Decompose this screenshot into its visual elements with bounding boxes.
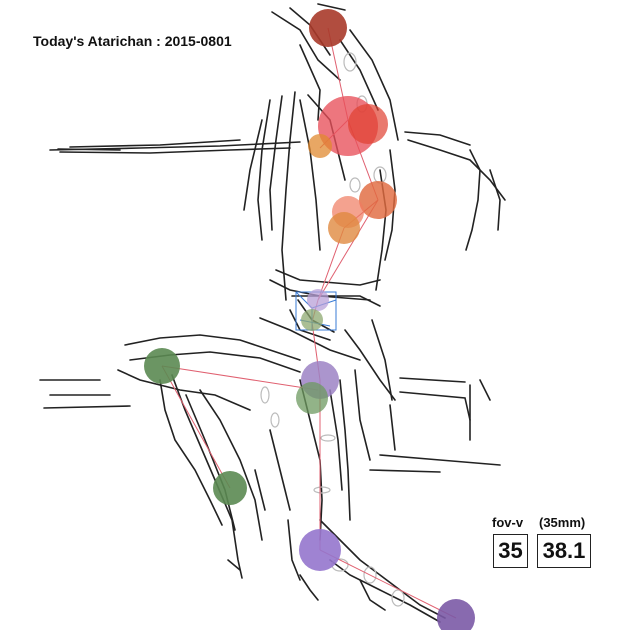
joint-knee-right [299,529,341,571]
skeleton-joints[interactable] [144,9,475,630]
joint-knee-left [144,348,180,384]
fov-label: fov-v [492,515,524,530]
joint-shoulder-left [308,134,332,158]
lens-label: (35mm) [539,515,586,530]
joint-hip-left [296,382,328,414]
joint-pelvis [301,309,323,331]
joint-neck [348,104,388,144]
joint-ankle-right [437,599,475,630]
joint-shoulder-right [359,181,397,219]
joint-wrist [328,212,360,244]
fov-value-box[interactable]: 35 [493,534,528,568]
lens-value-box[interactable]: 38.1 [537,534,591,568]
joint-spine [307,289,329,311]
sketch-strokes [39,3,506,623]
guide-ellipses [260,52,405,607]
page-title: Today's Atarichan : 2015-0801 [33,33,232,49]
joint-head [309,9,347,47]
joint-ankle-left [213,471,247,505]
